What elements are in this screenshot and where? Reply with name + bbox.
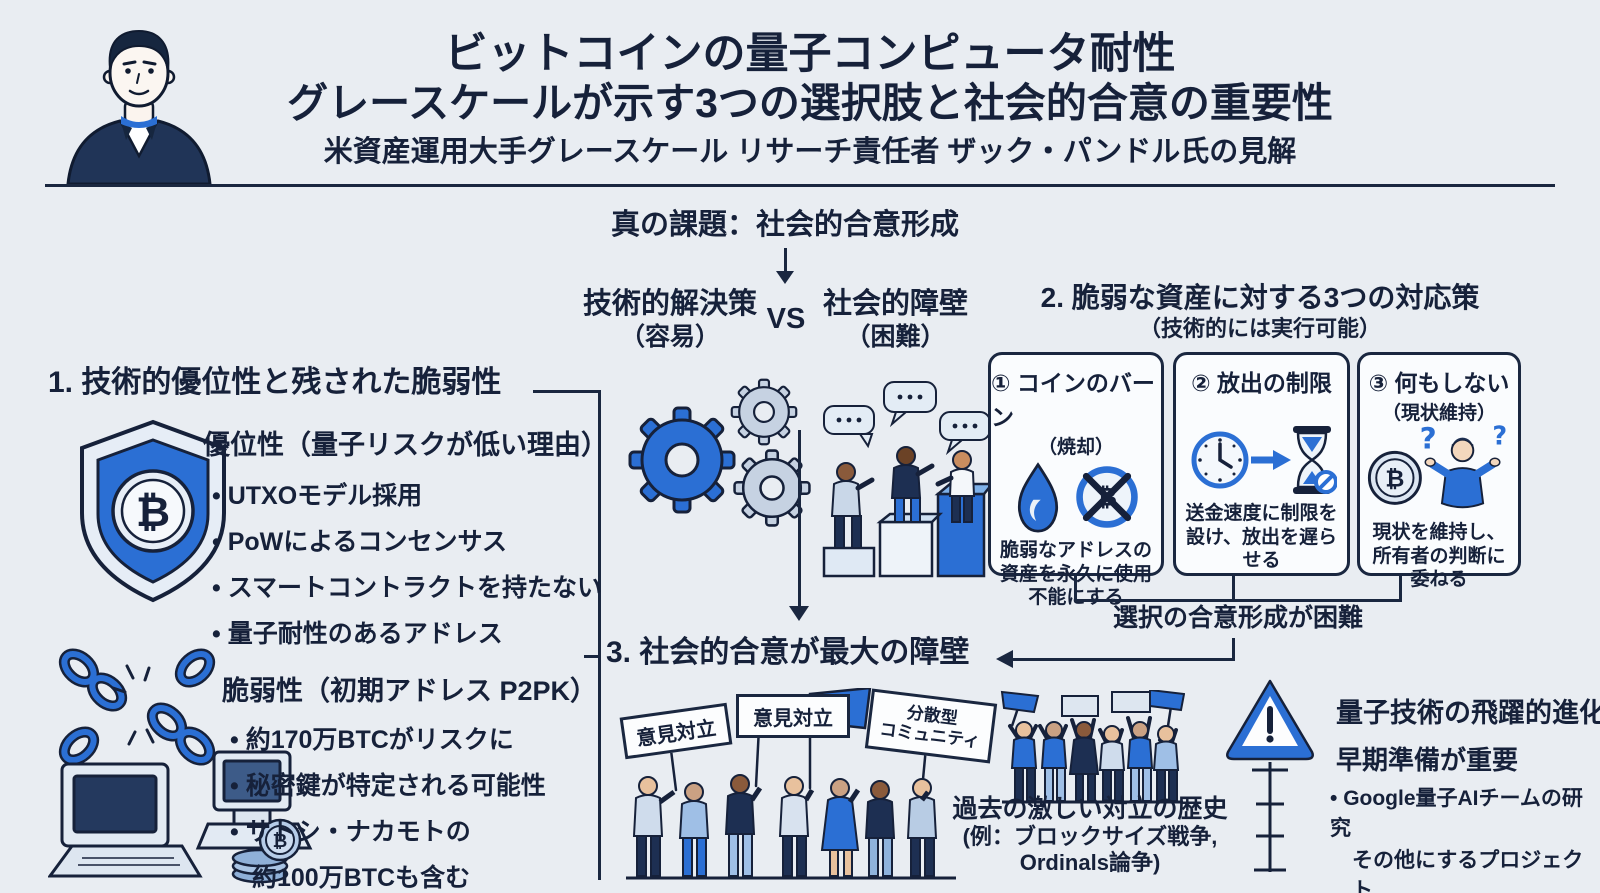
option3-title: ③ 何もしない <box>1368 370 1510 396</box>
analyst-avatar <box>66 29 212 184</box>
question-mark-right: ? <box>1492 422 1507 452</box>
option-box-nothing: ③ 何もしない （現状維持） ₿ ? ? 現状を維持し、所有者の判断に委ねる <box>1357 352 1521 590</box>
section1-bracket-top <box>533 390 601 393</box>
option2-title: ② 放出の制限 <box>1191 370 1332 396</box>
quantum-item: Google量子AIチームの研究 <box>1330 782 1600 842</box>
weakness-item: 秘密鍵が特定される可能性 <box>230 766 546 802</box>
speech-bubbles <box>823 381 991 456</box>
option1-title: ① コインのバーン <box>991 370 1155 430</box>
option-box-limit: ② 放出の制限 送金速度に制限を設け、放出を遅らせる <box>1173 352 1350 576</box>
header-divider <box>45 184 1555 187</box>
arrow-down-small <box>784 248 787 272</box>
history-example-line1: (例：ブロックサイズ戦争, <box>962 824 1218 849</box>
history-title: 過去の激しい対立の歴史 <box>952 795 1228 823</box>
quantum-item-continuation: その他にするプロジェクト <box>1352 849 1584 893</box>
outcome-stub <box>1232 638 1235 661</box>
quantum-title: 量子技術の飛躍的進化 <box>1336 698 1600 728</box>
arrow-down-long-head <box>789 606 809 621</box>
no-bitcoin-icon: ₿ <box>1076 466 1138 528</box>
page-title-line2: グレースケールが示す3つの選択肢と社会的合意の重要性 <box>287 80 1333 126</box>
break-sparks <box>111 664 155 746</box>
weakness-item: サトシ・ナカモトの <box>230 812 546 848</box>
quantum-list: Google量子AIチームの研究 その他にするプロジェクト Solana, XR… <box>1330 782 1600 893</box>
avatar-collar <box>121 116 157 128</box>
strength-item: UTXOモデル採用 <box>212 476 602 512</box>
protest-sign-text: 意見対立 <box>635 717 718 750</box>
warning-triangle-icon <box>1226 679 1314 761</box>
timeline-icon <box>1252 762 1288 872</box>
protest-sign-text: 意見対立 <box>753 707 833 730</box>
bracket-stub-3 <box>1399 576 1402 602</box>
arrow-left-head <box>996 650 1013 668</box>
broken-chain-icon <box>58 648 216 766</box>
protest-sign-2: 意見対立 <box>736 694 850 738</box>
crowd-flag-right <box>1149 690 1185 712</box>
section3-heading: 3. 社会的合意が最大の障壁 <box>606 636 970 669</box>
question-mark-left: ? <box>1420 421 1437 455</box>
avatar-hair <box>108 29 170 71</box>
weaknesses-title: 脆弱性（初期アドレス P2PK） <box>222 676 598 706</box>
strength-item: 量子耐性のあるアドレス <box>212 614 602 650</box>
cheering-crowd-icon <box>1000 690 1185 804</box>
crowd-placard-1 <box>1061 695 1099 717</box>
weakness-item-continuation: 約100万BTCも含む <box>252 864 471 892</box>
arrow-down-long <box>798 430 801 608</box>
gears-icon <box>628 378 811 527</box>
quantum-subtitle: 早期準備が重要 <box>1336 745 1519 775</box>
bitcoin-glyph: ₿ <box>136 487 170 536</box>
flame-icon <box>1017 462 1059 533</box>
strength-item: PoWによるコンセンサス <box>212 522 602 558</box>
tech-solution-sub: （容易） <box>619 323 720 351</box>
arrow-down-small-head <box>776 271 794 284</box>
strength-item: スマートコントラクトを持たない <box>212 568 602 604</box>
page-title-line1: ビットコインの量子コンピュータ耐性 <box>444 30 1176 78</box>
outcome-label: 選択の合意形成が困難 <box>1112 604 1363 632</box>
tech-solution-label: 技術的解決策 <box>582 288 757 320</box>
option2-description: 送金速度に制限を設け、放出を遅らせる <box>1185 503 1338 572</box>
clock-hourglass-icon <box>1191 426 1337 495</box>
vs-label: VS <box>766 303 806 335</box>
shield-bitcoin-icon: ₿ <box>80 419 226 603</box>
option-box-burn: ① コインのバーン （焼却） ₿ 脆弱なアドレスの資産を永久に使用不能にする <box>988 352 1164 608</box>
section2-subheading: （技術的には実行可能） <box>1138 316 1381 341</box>
option3-subtitle: （現状維持） <box>1381 403 1496 424</box>
page-subtitle: 米資産運用大手グレースケール リサーチ責任者 ザック・パンドル氏の見解 <box>323 136 1297 168</box>
option3-description: 現状を維持し、所有者の判断に委ねる <box>1372 522 1506 591</box>
strengths-list: UTXOモデル採用 PoWによるコンセンサス スマートコントラクトを持たない 量… <box>212 476 602 660</box>
section3-bracket-tick <box>584 655 601 658</box>
section1-heading: 1. 技術的優位性と残された脆弱性 <box>48 366 502 399</box>
option1-description: 脆弱なアドレスの資産を永久に使用不能にする <box>999 540 1152 609</box>
weaknesses-list: 約170万BTCがリスクに 秘密鍵が特定される可能性 サトシ・ナカモトの 約10… <box>230 720 546 893</box>
weakness-item: 約170万BTCがリスクに <box>230 720 546 756</box>
protest-crowd-icon <box>626 688 956 880</box>
social-barrier-sub: （困難） <box>845 323 946 351</box>
svg-text:₿: ₿ <box>1385 465 1404 493</box>
option1-subtitle: （焼却） <box>1037 437 1114 458</box>
bracket-stub-2 <box>1232 576 1235 602</box>
strengths-title: 優位性（量子リスクが低い理由） <box>203 430 608 460</box>
core-issue-label: 真の課題：社会的合意形成 <box>610 209 959 241</box>
section2-heading: 2. 脆弱な資産に対する3つの対応策 <box>1040 282 1480 313</box>
social-barrier-label: 社会的障壁 <box>822 288 968 320</box>
bracket-stub-1 <box>1074 576 1077 602</box>
crowd-flag-left <box>1000 690 1040 714</box>
bracket-horizontal <box>1074 599 1402 602</box>
crowd-placard-2 <box>1111 691 1151 713</box>
coin-shrug-icon: ₿ ? ? <box>1367 421 1507 509</box>
discussion-people-icon <box>822 381 992 578</box>
history-example-line2: Ordinals論争) <box>1019 850 1161 875</box>
arrow-left-line <box>1012 658 1235 661</box>
